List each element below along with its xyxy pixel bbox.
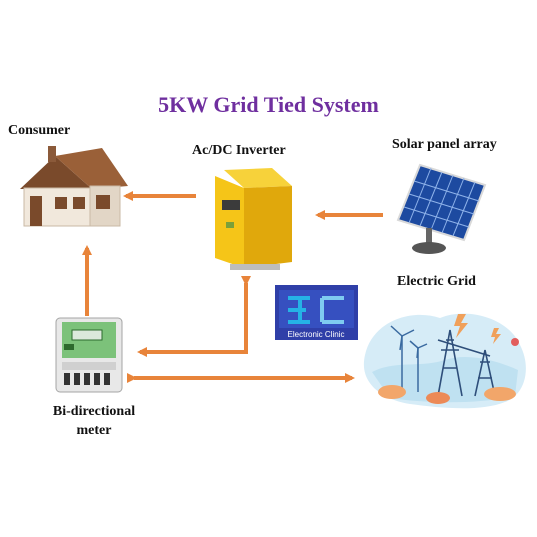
house-icon xyxy=(20,146,128,227)
meter-label: Bi-directional meter xyxy=(40,402,148,440)
logo-text: Electronic Clinic xyxy=(288,330,345,339)
solar-panel-icon xyxy=(396,163,487,254)
diagram-title: 5KW Grid Tied System xyxy=(158,92,379,117)
electronic-clinic-logo: Electronic Clinic xyxy=(275,285,358,340)
arrow-meter-inverter xyxy=(137,276,251,357)
bi-directional-meter-icon xyxy=(55,317,123,393)
grid-label: Electric Grid xyxy=(397,274,476,289)
meter-label-line1: Bi-directional xyxy=(52,404,136,419)
consumer-label: Consumer xyxy=(8,123,71,138)
electric-grid-icon xyxy=(363,313,526,409)
flow-arrows xyxy=(82,191,383,383)
solar-label: Solar panel array xyxy=(392,137,497,152)
inverter-label: Ac/DC Inverter xyxy=(192,143,286,158)
meter-label-line2: meter xyxy=(76,423,112,438)
inverter-icon xyxy=(215,168,292,270)
